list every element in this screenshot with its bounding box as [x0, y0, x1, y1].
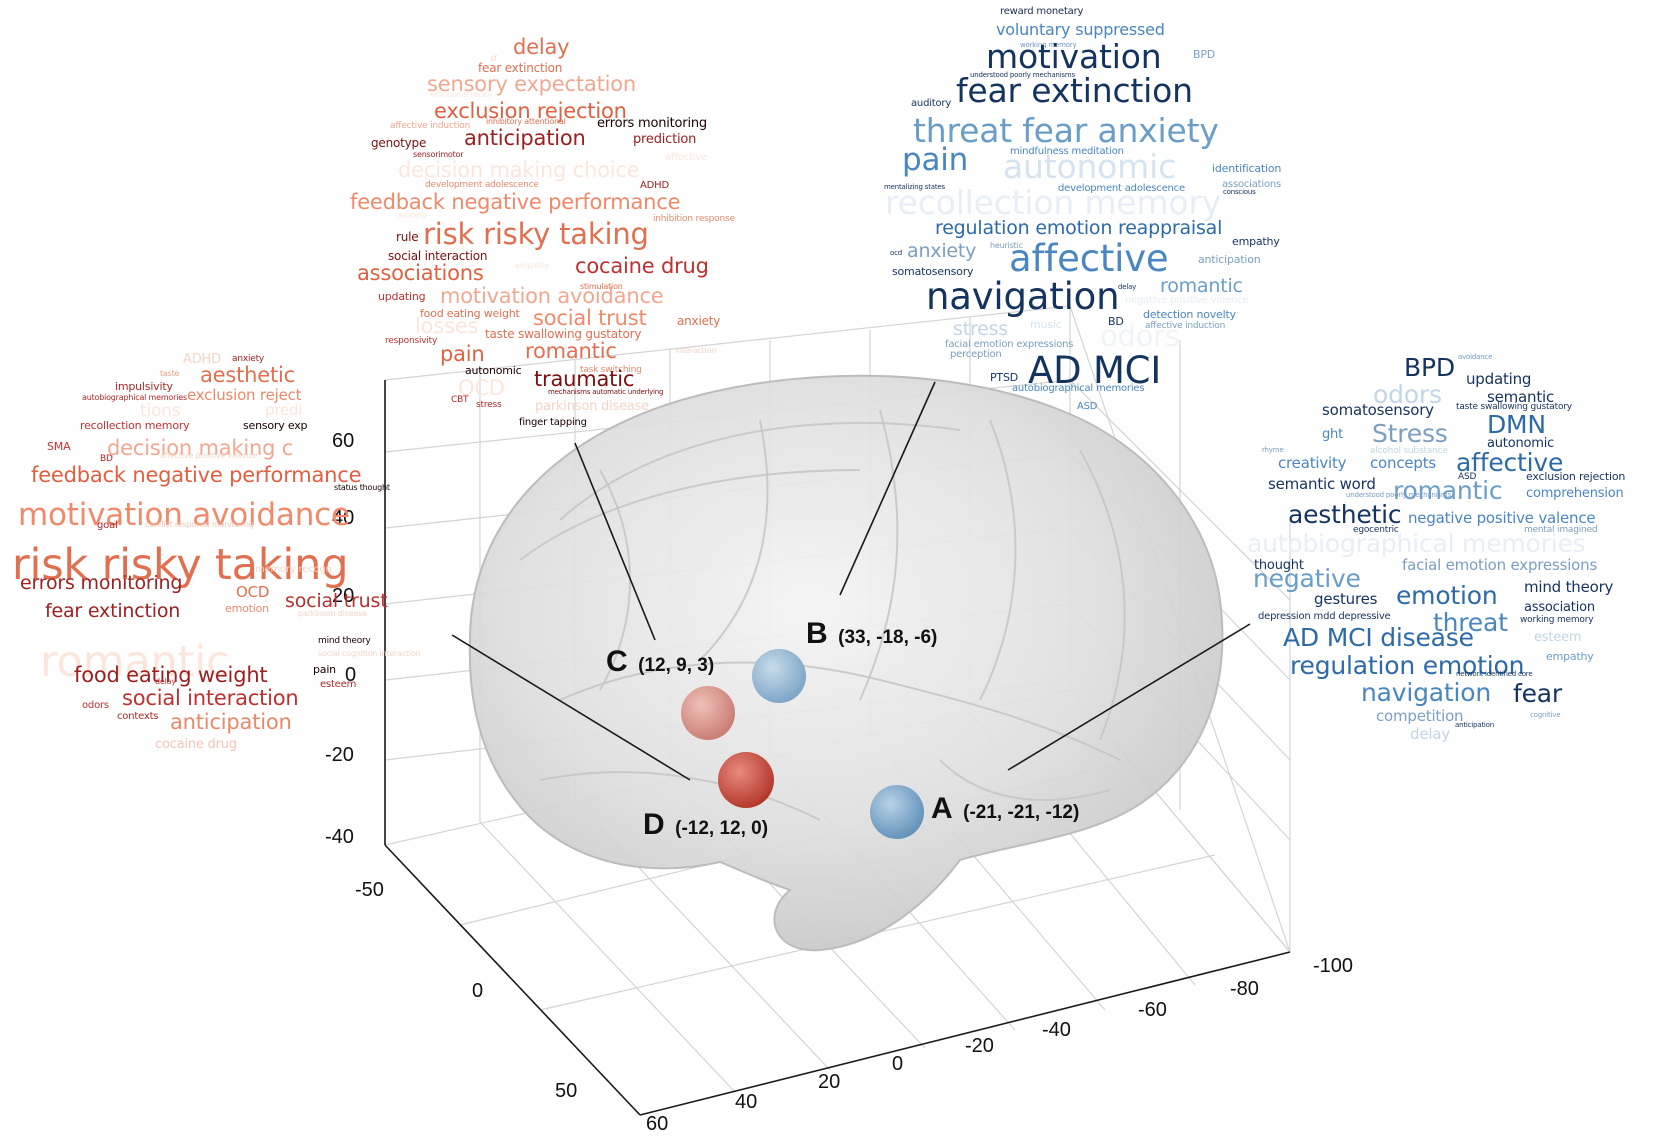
brain-surface: [468, 374, 1224, 952]
z-tick: -40: [325, 826, 354, 848]
leader-line-c: [574, 442, 656, 641]
y-tick: -40: [1042, 1019, 1071, 1041]
label-b: B (33, -18, -6): [806, 617, 937, 650]
leader-line-a: [1007, 623, 1251, 771]
y-tick: -100: [1313, 955, 1353, 977]
region-labels: C (12, 9, 3) B (33, -18, -6) D (-12, 12,…: [606, 617, 1079, 841]
z-tick: 20: [332, 585, 354, 607]
label-d: D (-12, 12, 0): [643, 808, 768, 841]
sphere-b: [752, 649, 806, 703]
leader-line-b: [839, 381, 936, 596]
sphere-c: [681, 686, 735, 740]
y-tick: 60: [646, 1113, 668, 1135]
z-tick: 60: [332, 430, 354, 452]
leader-line-d: [451, 634, 691, 781]
z-tick: -20: [325, 744, 354, 766]
label-a: A (-21, -21, -12): [931, 792, 1079, 825]
sphere-a: [870, 785, 924, 839]
y-tick: -20: [965, 1035, 994, 1057]
z-tick: 40: [332, 507, 354, 529]
y-tick: 0: [892, 1053, 903, 1075]
x-tick: 0: [472, 980, 483, 1002]
x-tick: -50: [355, 879, 384, 901]
y-tick: 40: [735, 1091, 757, 1113]
y-tick: -60: [1138, 999, 1167, 1021]
tick-labels: 60 40 20 0 -20 -40 -50 0 50 60 40 20 0 -…: [325, 430, 1353, 1135]
axis-frame: [384, 380, 1291, 1116]
x-tick: 50: [555, 1080, 577, 1102]
y-tick: -80: [1230, 978, 1259, 1000]
leader-lines: [451, 381, 1251, 781]
region-spheres: [681, 649, 924, 839]
z-tick: 0: [345, 664, 356, 686]
label-c: C (12, 9, 3): [606, 645, 714, 678]
sphere-d: [718, 752, 774, 808]
y-tick: 20: [818, 1071, 840, 1093]
